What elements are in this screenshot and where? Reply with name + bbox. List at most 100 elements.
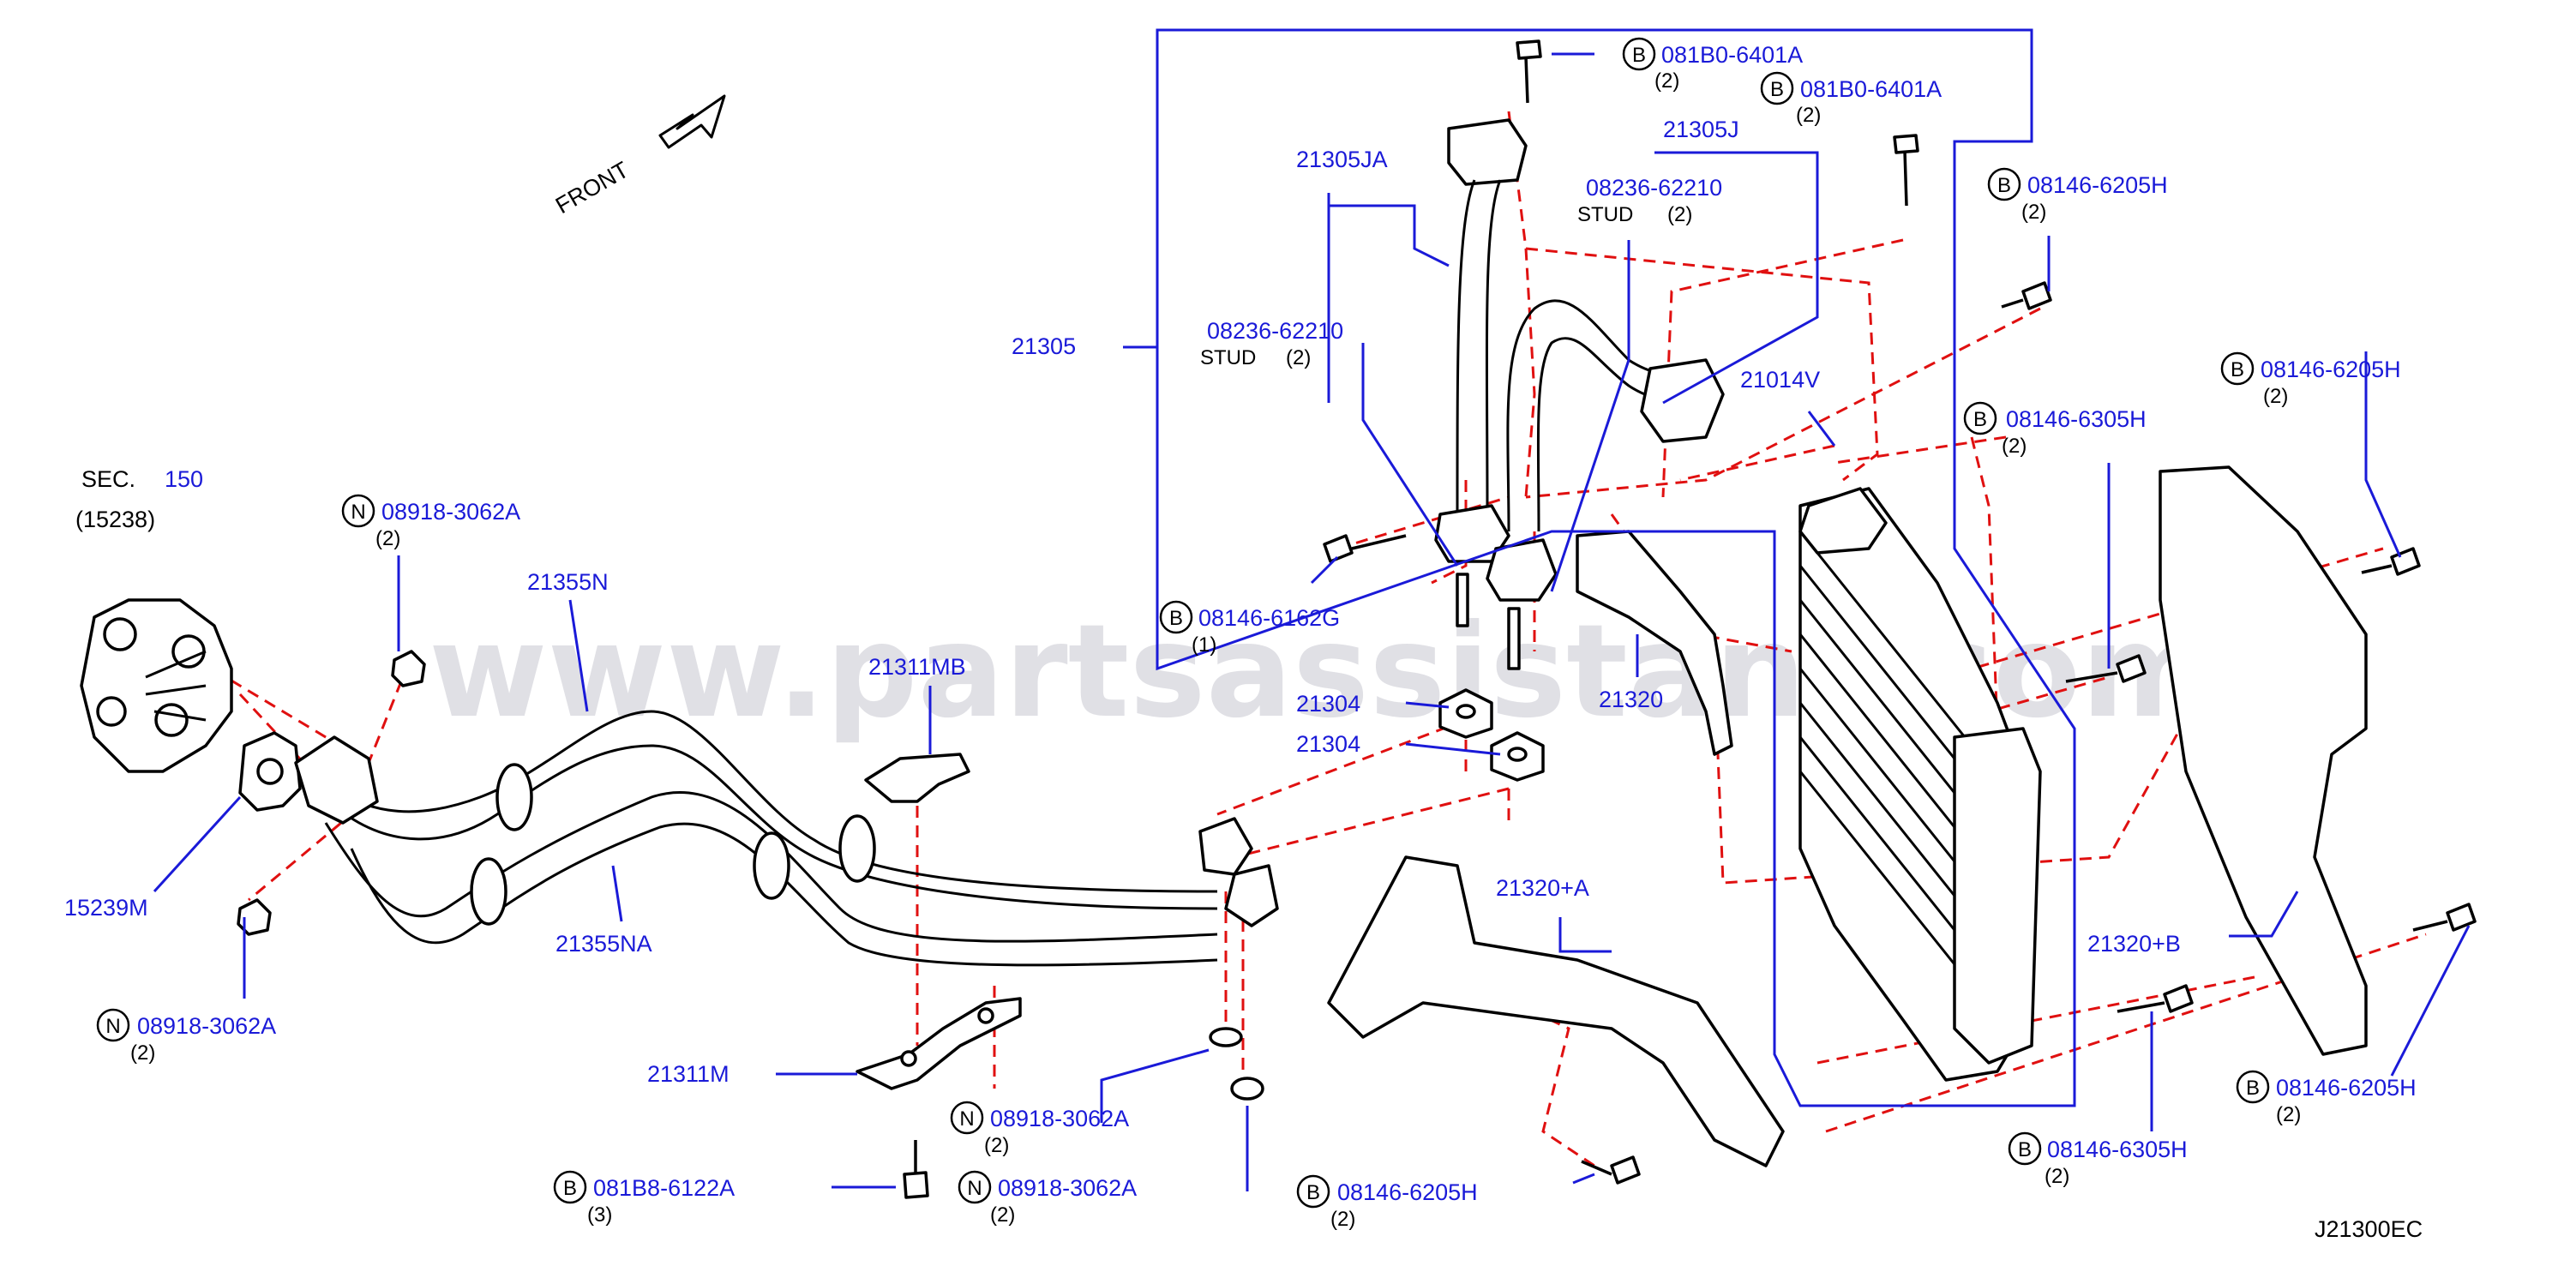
callout-21014v: 21014V: [1740, 367, 1820, 393]
svg-text:B: B: [1997, 174, 2011, 197]
bracket-21320a: [1327, 855, 1785, 1167]
washers-21304: [1438, 688, 1545, 782]
bolt-icon: [2361, 547, 2421, 576]
callout-21305j: 21305J: [1663, 117, 1739, 142]
svg-text:(2): (2): [1796, 104, 1821, 127]
svg-text:(2): (2): [984, 1134, 1009, 1157]
svg-text:(2): (2): [2021, 201, 2046, 224]
callout-stud-right: 08236-62210 STUD (2): [1577, 175, 1722, 226]
svg-text:B: B: [1306, 1181, 1320, 1204]
svg-text:B: B: [1632, 44, 1646, 67]
svg-text:081B0-6401A: 081B0-6401A: [1661, 42, 1803, 68]
svg-text:(15238): (15238): [75, 507, 155, 532]
callout-21320b: 21320+B: [2087, 931, 2181, 957]
svg-text:(2): (2): [1667, 203, 1692, 226]
bolt-icon: [2065, 654, 2147, 683]
bracket-21320: [1576, 530, 1733, 756]
svg-text:B: B: [2231, 358, 2244, 381]
callout-b-08146-6205h-right: B 08146-6205H (2): [2220, 351, 2401, 408]
svg-text:STUD: STUD: [1577, 203, 1633, 226]
nut-icon: [1209, 1027, 1243, 1047]
callout-21320a: 21320+A: [1496, 875, 1589, 901]
svg-text:B: B: [1770, 78, 1784, 101]
svg-text:08918-3062A: 08918-3062A: [998, 1175, 1137, 1201]
svg-text:(3): (3): [587, 1203, 612, 1227]
bolt-icon: [2117, 984, 2194, 1013]
oil-pump-housing: [80, 598, 233, 773]
callout-21305ja: 21305JA: [1296, 147, 1388, 172]
svg-text:08146-6305H: 08146-6305H: [2047, 1137, 2188, 1162]
svg-text:B: B: [1169, 607, 1183, 630]
callout-b-08146-6305h-top: B 08146-6305H (2): [1963, 401, 2147, 458]
svg-text:08146-6205H: 08146-6205H: [1337, 1179, 1478, 1205]
callout-21304-a: 21304: [1296, 691, 1360, 717]
svg-text:(2): (2): [2263, 385, 2288, 408]
svg-text:08918-3062A: 08918-3062A: [137, 1013, 276, 1039]
callout-21305: 21305: [1012, 333, 1076, 359]
callout-21311mb: 21311MB: [868, 654, 966, 680]
svg-text:N: N: [351, 501, 365, 524]
svg-text:(2): (2): [990, 1203, 1015, 1227]
callout-21355na: 21355NA: [555, 931, 652, 957]
svg-text:(2): (2): [1654, 69, 1679, 93]
callout-b-08146-6205h-br: B 08146-6205H (2): [2236, 1070, 2417, 1126]
svg-text:B: B: [2246, 1077, 2260, 1100]
cooler-hoses: [294, 710, 1279, 967]
svg-text:(2): (2): [2276, 1103, 2301, 1126]
svg-text:081B8-6122A: 081B8-6122A: [593, 1175, 735, 1201]
callout-15239m: 15239M: [64, 895, 148, 921]
shield-21320b: [2159, 465, 2368, 1056]
svg-text:150: 150: [165, 466, 203, 492]
callout-b-081b8-6122a: B 081B8-6122A (3): [553, 1170, 735, 1227]
callout-21311m: 21311M: [647, 1061, 730, 1087]
svg-text:(1): (1): [1192, 633, 1216, 657]
front-arrow-icon: [658, 94, 726, 149]
callout-b-08146-6162g: B 08146-6162G (1): [1159, 600, 1340, 657]
callout-21320: 21320: [1599, 687, 1663, 712]
nuts: [237, 650, 1264, 1101]
svg-text:STUD: STUD: [1200, 346, 1256, 369]
callout-n-08918-3062a-bot: N 08918-3062A (2): [958, 1170, 1137, 1227]
svg-text:08918-3062A: 08918-3062A: [381, 499, 520, 525]
callout-n-08918-3062a-top: N 08918-3062A (2): [341, 494, 520, 550]
svg-text:N: N: [959, 1107, 974, 1131]
callout-b-081b0-6401a-2: B 081B0-6401A (2): [1760, 71, 1942, 127]
callout-n-08918-3062a-mid: N 08918-3062A (2): [950, 1101, 1129, 1157]
oil-cooler-core: [1798, 487, 2042, 1082]
callout-b-081b0-6401a-1: B 081B0-6401A (2): [1622, 37, 1803, 93]
svg-text:08236-62210: 08236-62210: [1207, 318, 1343, 344]
stud-icon: [1507, 607, 1521, 670]
bolts: [903, 39, 2477, 1199]
diagram-code: J21300EC: [2315, 1216, 2423, 1242]
svg-text:(2): (2): [2002, 435, 2027, 458]
svg-text:(2): (2): [2045, 1165, 2069, 1188]
svg-text:08146-6162G: 08146-6162G: [1198, 605, 1340, 631]
bolt-icon: [1323, 534, 1407, 563]
bolt-icon: [2412, 903, 2477, 932]
nut-icon: [237, 898, 272, 936]
callout-n-08918-3062a-left: N 08918-3062A (2): [96, 1008, 276, 1065]
callout-b-08146-6305h-bot: B 08146-6305H (2): [2008, 1131, 2188, 1188]
svg-text:08146-6305H: 08146-6305H: [2006, 406, 2147, 432]
bolt-icon: [1516, 39, 1542, 104]
svg-text:N: N: [105, 1015, 120, 1038]
section-reference: SEC. 150 (15238): [75, 466, 203, 532]
stud-icon: [1456, 573, 1469, 627]
nut-icon: [1230, 1077, 1264, 1101]
svg-text:08146-6205H: 08146-6205H: [2276, 1075, 2417, 1101]
svg-text:(2): (2): [1330, 1208, 1355, 1231]
svg-text:(2): (2): [130, 1041, 155, 1065]
svg-text:081B0-6401A: 081B0-6401A: [1800, 76, 1942, 102]
bolt-icon: [1893, 134, 1919, 207]
svg-text:B: B: [1973, 408, 1987, 431]
svg-text:08918-3062A: 08918-3062A: [990, 1106, 1129, 1131]
callout-b-08146-6205h-top: B 08146-6205H (2): [1987, 167, 2168, 224]
svg-text:08146-6205H: 08146-6205H: [2261, 357, 2401, 382]
front-direction-indicator: FRONT: [551, 94, 726, 219]
front-label: FRONT: [551, 157, 633, 219]
callout-21355n: 21355N: [527, 569, 609, 595]
svg-text:(2): (2): [375, 527, 400, 550]
svg-text:N: N: [967, 1177, 982, 1200]
bolt-icon: [903, 1140, 929, 1199]
